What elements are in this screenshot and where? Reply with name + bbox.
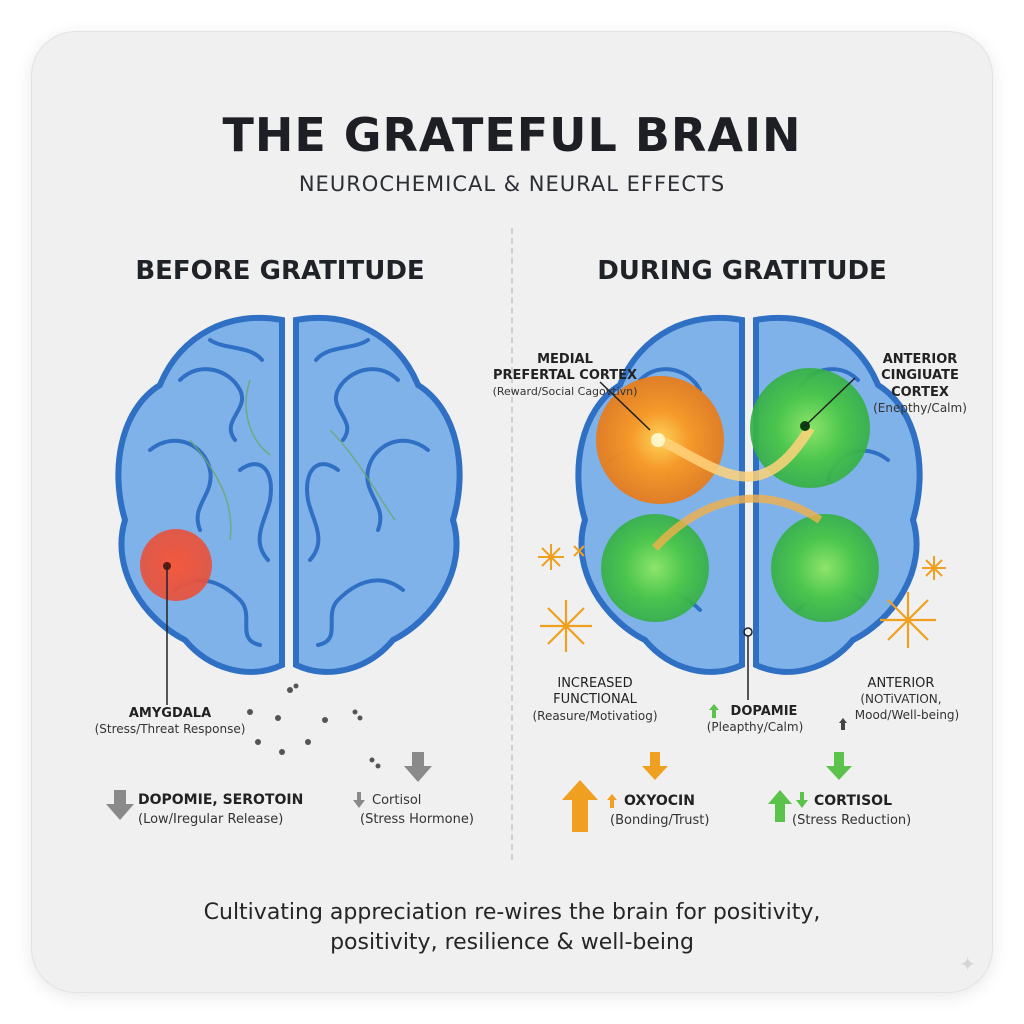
page-subtitle: NEUROCHEMICAL & NEURAL EFFECTS [298,172,726,196]
before-chem-1-name: DOPOMIE, SEROTOIN [138,792,304,808]
before-chem-2: Cortisol (Stress Hormone) [360,793,474,827]
functional-name-1: INCREASED [557,676,633,691]
during-brain [575,314,923,700]
sparkle-icon [880,592,936,648]
arrow-up-icon [768,790,792,822]
before-molecules [247,683,381,769]
oxytocin-name: OXYOCIN [624,793,695,809]
acc-label: ANTERIOR CINGIUATE CORTEX (Enepthy/Calm) [850,352,990,416]
footer-line-1: Cultivating appreciation re-wires the br… [203,900,821,925]
before-chem-1: DOPOMIE, SEROTOIN (Low/Iregular Release) [138,792,303,827]
anterior-2-name-2: (NOTiVATION, [860,692,942,707]
before-chem-2-name: Cortisol [372,793,422,808]
acc-name-2: CINGIUATE CORTEX [881,368,959,400]
before-heading: BEFORE GRATITUDE [135,256,425,286]
acc-name-1: ANTERIOR [882,352,958,367]
mpc-desc: (Reward/Social Cagovtivn) [492,384,638,398]
during-heading: DURING GRATITUDE [597,256,887,286]
arrow-down-icon [796,792,808,808]
functional-name-2: FUNCTIONAL [553,692,637,708]
oxytocin-label: OXYOCIN (Bonding/Trust) [610,793,709,828]
amygdala-desc: (Stress/Threat Response) [94,722,246,737]
amygdala-name: AMYGDALA [128,706,212,721]
cortisol-name: CORTISOL [814,793,892,809]
dopamine-label: DOPAMIE (Pleapthy/Calm) [700,704,810,736]
arrow-down-icon [826,752,852,780]
star-icon: ✦ [959,952,976,976]
oxytocin-desc: (Bonding/Trust) [610,813,710,828]
mpc-label: MEDIAL PREFERTAL CORTEX (Reward/Social C… [480,352,650,399]
amygdala-label: AMYGDALA (Stress/Threat Response) [70,706,270,738]
arrow-down-icon [404,752,432,782]
arrow-up-icon [607,794,617,808]
section-divider [511,228,513,860]
arrow-down-icon [353,792,365,808]
arrow-down-icon [106,790,134,820]
before-brain [115,314,463,705]
sparkle-icon [540,600,592,652]
anterior-2-label: ANTERIOR (NOTiVATION, Mood/Well-being) [826,676,976,723]
before-chem-2-desc: (Stress Hormone) [360,812,474,827]
dopamine-name: DOPAMIE [730,704,798,719]
mpc-name-1: MEDIAL [537,352,593,367]
anterior-2-name-1: ANTERIOR [867,676,935,691]
anterior-2-desc: Mood/Well-being) [854,707,960,722]
page-title: THE GRATEFUL BRAIN [222,108,802,162]
sparkle-icon [922,556,946,580]
footer-line-2: positivity, resilience & well-being [330,930,694,955]
functional-desc: (Reasure/Motivatiog) [532,708,658,723]
sparkle-icon [538,544,564,570]
dopamine-desc: (Pleapthy/Calm) [706,720,804,735]
cortisol-label: CORTISOL (Stress Reduction) [792,793,911,828]
arrow-up-icon [709,704,719,718]
sparkle-icon [573,545,585,557]
mpc-name-2: PREFERTAL CORTEX [492,368,638,384]
before-chem-1-desc: (Low/Iregular Release) [138,812,284,827]
functional-label: INCREASED FUNCTIONAL (Reasure/Motivatiog… [520,676,670,724]
arrow-up-icon [839,718,847,730]
acc-desc: (Enepthy/Calm) [873,400,967,415]
arrow-down-icon [642,752,668,780]
arrow-up-icon [562,780,598,832]
cortisol-desc: (Stress Reduction) [792,813,912,828]
